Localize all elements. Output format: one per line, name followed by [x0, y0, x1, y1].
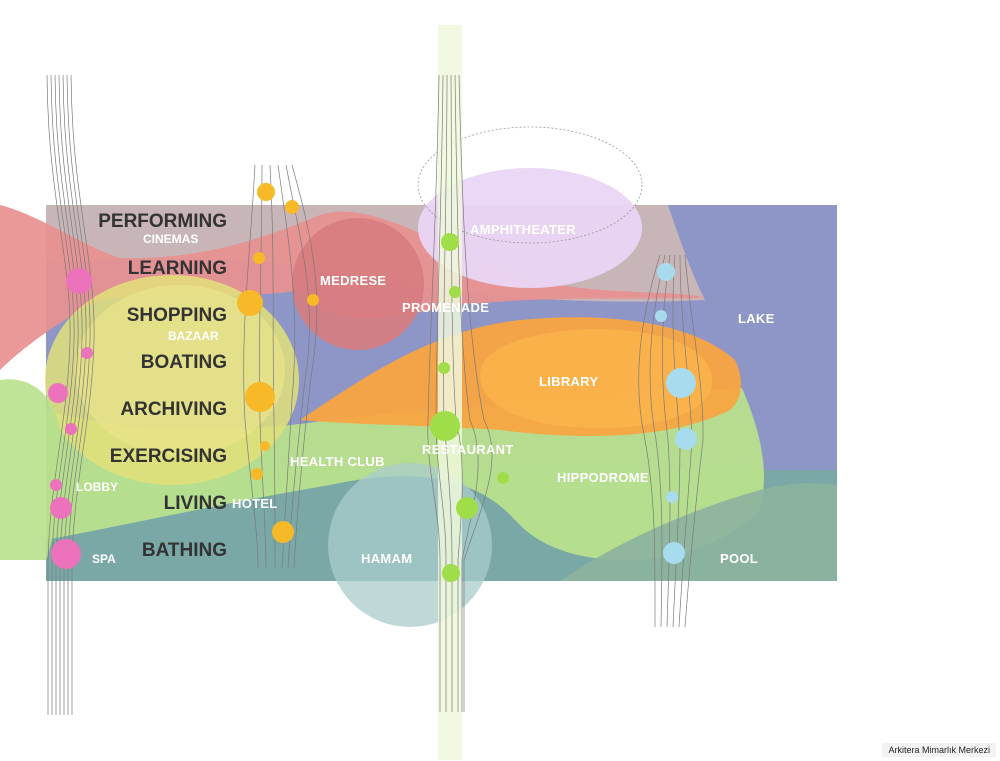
green-dot	[456, 497, 478, 519]
strand-2	[243, 164, 318, 569]
zone-lobby: LOBBY	[76, 480, 118, 494]
orange-dot	[285, 200, 299, 214]
shopping-core	[75, 285, 285, 455]
activity-performing: PERFORMING	[98, 211, 227, 232]
activity-archiving: ARCHIVING	[120, 399, 227, 420]
zone-cinemas: CINEMAS	[143, 232, 198, 246]
blue-dot	[675, 428, 697, 450]
zone-restaurant: RESTAURANT	[422, 442, 514, 457]
orange-dot	[251, 468, 263, 480]
strand-3-band	[438, 25, 462, 760]
orange-dot	[272, 521, 294, 543]
orange-dot	[253, 252, 265, 264]
pink-dot	[50, 497, 72, 519]
credit-label: Arkitera Mimarlık Merkezi	[882, 743, 996, 757]
activity-bathing: BATHING	[142, 540, 227, 561]
zone-spa: SPA	[92, 552, 116, 566]
amphitheater-zone	[418, 168, 642, 288]
activity-exercising: EXERCISING	[110, 446, 227, 467]
library-core	[480, 329, 713, 429]
zone-promenade: PROMENADE	[402, 300, 489, 315]
pink-dots	[48, 268, 93, 569]
blue-dots	[655, 263, 697, 564]
zone-bazaar: BAZAAR	[168, 329, 219, 343]
orange-dot	[260, 441, 270, 451]
pink-dot	[48, 383, 68, 403]
orange-dot	[245, 382, 275, 412]
activity-shopping: SHOPPING	[127, 305, 227, 326]
green-dots	[430, 233, 509, 582]
blue-dot	[666, 491, 678, 503]
green-dot	[430, 411, 460, 441]
zone-lake: LAKE	[738, 311, 775, 326]
zone-hamam: HAMAM	[361, 551, 412, 566]
strand-1	[46, 74, 95, 715]
lobby-zone	[0, 379, 62, 560]
orange-dots	[237, 183, 319, 543]
orange-dot	[307, 294, 319, 306]
pink-dot	[50, 479, 62, 491]
zone-hotel: HOTEL	[232, 496, 278, 511]
activity-learning: LEARNING	[128, 258, 227, 279]
blue-dot	[657, 263, 675, 281]
medrese-zone	[292, 218, 424, 350]
orange-dot	[237, 290, 263, 316]
activity-boating: BOATING	[141, 352, 227, 373]
blue-dot	[666, 368, 696, 398]
pink-dot	[66, 268, 92, 294]
amphitheater-outline	[417, 126, 643, 244]
zone-pool: POOL	[720, 551, 758, 566]
green-dot	[438, 362, 450, 374]
zone-medrese: MEDRESE	[320, 273, 386, 288]
activity-living: LIVING	[164, 493, 227, 514]
pink-dot	[65, 423, 77, 435]
green-dot	[497, 472, 509, 484]
zone-library: LIBRARY	[539, 374, 598, 389]
zone-hippodrome: HIPPODROME	[557, 470, 649, 485]
zone-health-club: HEALTH CLUB	[290, 454, 385, 469]
blue-dot	[663, 542, 685, 564]
pink-dot	[51, 539, 81, 569]
pink-dot	[81, 347, 93, 359]
zone-amphitheater: AMPHITHEATER	[470, 222, 576, 237]
green-dot	[449, 286, 461, 298]
green-dot	[442, 564, 460, 582]
orange-dot	[257, 183, 275, 201]
green-dot	[441, 233, 459, 251]
blue-dot	[655, 310, 667, 322]
pool-zone	[560, 483, 837, 581]
hamam-zone	[328, 463, 492, 627]
